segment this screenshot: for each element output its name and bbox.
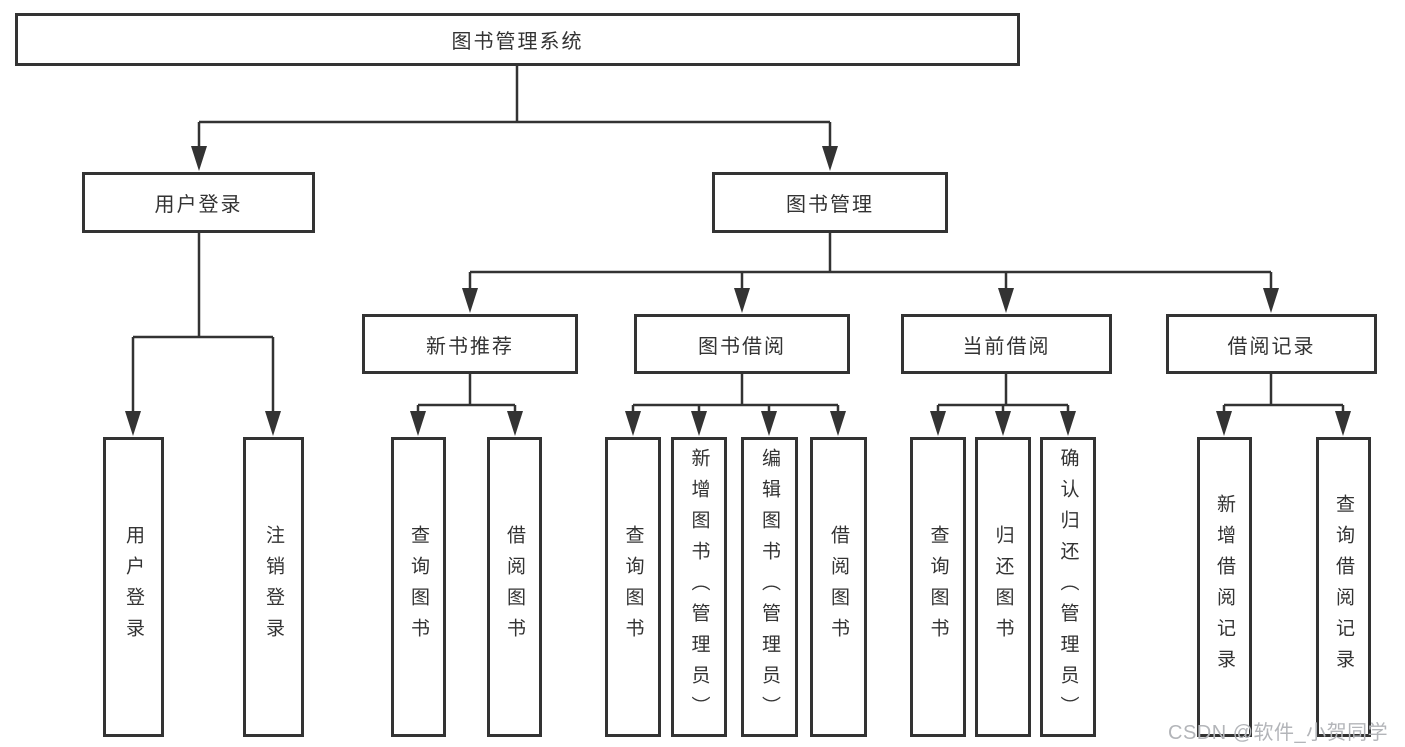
node-user-login-label: 用户登录 [154, 194, 243, 216]
leaf-borrow-edit-book-admin: 编辑图书（管理员） [741, 437, 798, 737]
node-root: 图书管理系统 [15, 13, 1020, 66]
node-book-management: 图书管理 [712, 172, 948, 233]
leaf-current-query-book-label: 查询图书 [927, 525, 949, 649]
leaf-current-query-book: 查询图书 [910, 437, 966, 737]
leaf-records-query-record: 查询借阅记录 [1316, 437, 1371, 737]
leaf-current-return-book-label: 归还图书 [992, 525, 1014, 649]
leaf-current-return-book: 归还图书 [975, 437, 1031, 737]
node-new-book-recommend-label: 新书推荐 [426, 335, 514, 358]
leaf-records-add-record: 新增借阅记录 [1197, 437, 1252, 737]
node-user-login: 用户登录 [82, 172, 315, 233]
leaf-current-confirm-return-admin: 确认归还（管理员） [1040, 437, 1096, 737]
node-root-label: 图书管理系统 [451, 31, 584, 53]
leaf-records-query-record-label: 查询借阅记录 [1333, 494, 1354, 680]
node-current-borrow-label: 当前借阅 [962, 335, 1051, 358]
node-current-borrow: 当前借阅 [901, 314, 1112, 374]
node-book-borrow: 图书借阅 [634, 314, 850, 374]
leaf-borrow-edit-book-admin-label: 编辑图书（管理员） [759, 447, 780, 727]
leaf-newbook-query-book: 查询图书 [391, 437, 446, 737]
leaf-user-login-label: 用户登录 [123, 525, 144, 649]
node-borrow-records-label: 借阅记录 [1227, 335, 1316, 358]
leaf-user-login: 用户登录 [103, 437, 164, 737]
watermark: CSDN @软件_小贺同学 [1168, 722, 1389, 744]
leaf-borrow-borrow-book: 借阅图书 [810, 437, 867, 737]
leaf-logout-label: 注销登录 [263, 525, 284, 649]
node-new-book-recommend: 新书推荐 [362, 314, 578, 374]
leaf-logout: 注销登录 [243, 437, 304, 737]
leaf-newbook-borrow-book-label: 借阅图书 [504, 525, 525, 649]
leaf-borrow-borrow-book-label: 借阅图书 [828, 525, 849, 649]
node-borrow-records: 借阅记录 [1166, 314, 1377, 374]
leaf-newbook-query-book-label: 查询图书 [408, 525, 429, 649]
leaf-borrow-add-book-admin-label: 新增图书（管理员） [688, 447, 710, 727]
node-book-management-label: 图书管理 [786, 194, 874, 216]
leaf-borrow-query-book-label: 查询图书 [622, 525, 644, 649]
leaf-newbook-borrow-book: 借阅图书 [487, 437, 542, 737]
leaf-records-add-record-label: 新增借阅记录 [1214, 494, 1235, 680]
leaf-borrow-query-book: 查询图书 [605, 437, 661, 737]
leaf-borrow-add-book-admin: 新增图书（管理员） [671, 437, 727, 737]
leaf-current-confirm-return-admin-label: 确认归还（管理员） [1057, 447, 1079, 727]
node-book-borrow-label: 图书借阅 [698, 335, 786, 358]
